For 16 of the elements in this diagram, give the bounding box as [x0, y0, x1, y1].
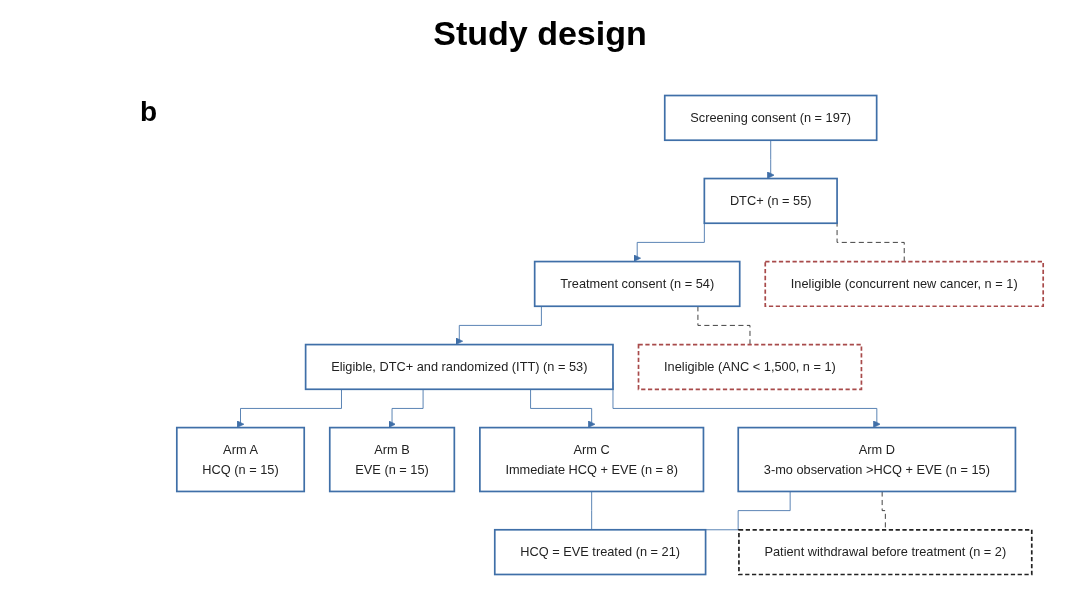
- node-box: Ineligible (concurrent new cancer, n = 1): [764, 260, 1045, 308]
- node-box: Treatment consent (n = 54): [533, 260, 741, 308]
- node-box: Arm D 3-mo observation >HCQ + EVE (n = 15): [737, 426, 1017, 493]
- node-box: Ineligible (ANC < 1,500, n = 1): [637, 343, 863, 391]
- node-box: Arm C Immediate HCQ + EVE (n = 8): [479, 426, 705, 493]
- connector: [881, 491, 886, 531]
- node-box: Patient withdrawal before treatment (n = 2): [738, 528, 1033, 576]
- node-box: Arm A HCQ (n = 15): [175, 426, 306, 493]
- node-box: DTC+ (n = 55): [703, 177, 838, 225]
- connector: [836, 221, 905, 262]
- node-box: Eligible, DTC+ and randomized (ITT) (n = 53): [304, 343, 614, 391]
- node-box: Arm B EVE (n = 15): [328, 426, 456, 493]
- node-box: Screening consent (n = 197): [663, 94, 878, 142]
- node-box: HCQ = EVE treated (n = 21): [493, 528, 707, 576]
- panel-letter: b: [140, 96, 158, 127]
- diagram-title: Study design: [432, 14, 648, 54]
